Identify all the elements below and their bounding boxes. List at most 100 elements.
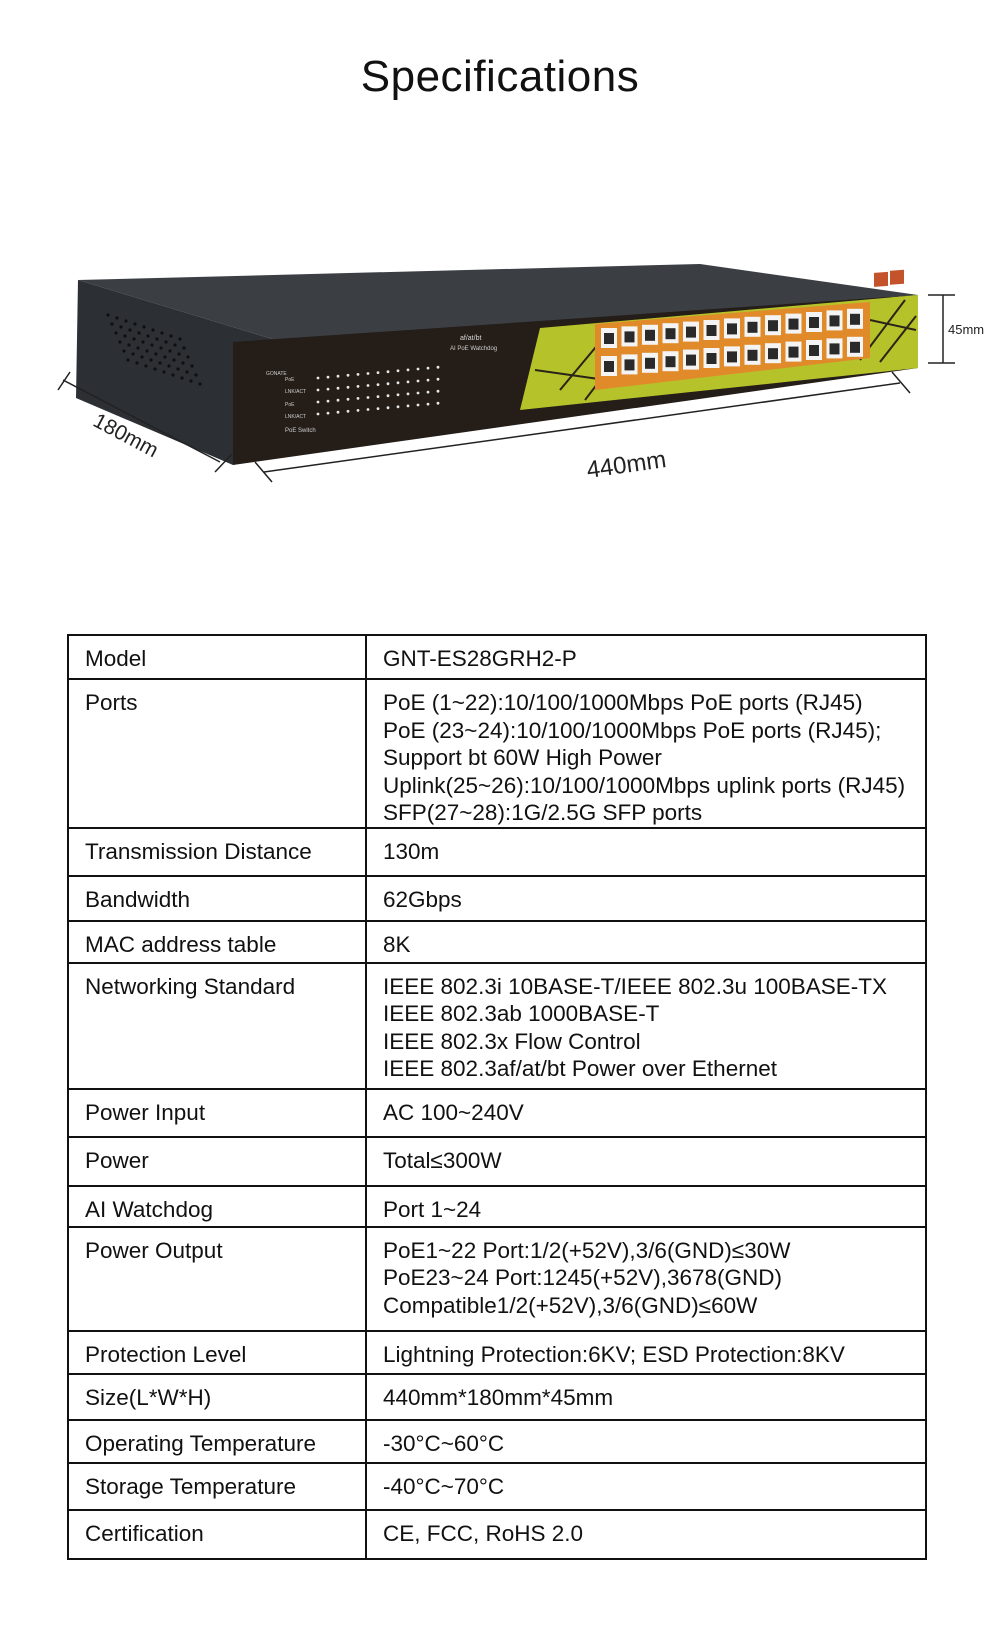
status-led [366,384,370,387]
vent-hole [168,349,172,353]
status-led [356,397,360,400]
status-led [366,396,370,399]
status-led [386,370,390,374]
device-name-label: PoE Switch [285,428,316,434]
vent-hole [106,313,110,317]
led-label-poe-2: PoE [285,402,295,408]
spec-value-line: -40°C~70°C [383,1473,505,1499]
vent-hole [178,337,182,341]
rj45-port-socket [829,315,840,327]
spec-value: -40°C~70°C [365,1461,927,1511]
vent-hole [160,331,164,335]
device-standard-label: af/at/bt [460,335,481,342]
vent-hole [136,346,140,350]
spec-value: Port 1~24 [365,1184,927,1228]
vent-hole [145,349,149,353]
rj45-port-group [601,308,863,376]
rj45-port-socket [809,317,819,328]
vent-hole [127,343,131,347]
status-led [316,388,320,392]
vent-hole [146,334,150,338]
spec-label: MAC address table [67,919,367,964]
spec-value-line: PoE1~22 Port:1/2(+52V),3/6(GND)≤30W [383,1237,791,1263]
spec-value-line: PoE23~24 Port:1245(+52V),3678(GND) [383,1265,782,1290]
rj45-port-socket [768,320,778,332]
status-led [406,368,410,372]
spec-value: 440mm*180mm*45mm [365,1372,927,1421]
spec-value-line: Total≤300W [383,1147,502,1173]
spec-row: Size(L*W*H)440mm*180mm*45mm [67,1372,927,1421]
rj45-port-socket [768,348,778,360]
spec-value-line: IEEE 802.3x Flow Control [383,1028,641,1054]
rj45-port-socket [645,329,655,341]
status-led [336,374,340,378]
vent-hole [135,361,139,365]
spec-label: Networking Standard [67,961,367,1090]
vent-hole [194,373,198,377]
spec-label: AI Watchdog [67,1184,367,1228]
status-led [376,371,380,374]
spec-value-line: PoE (1~22):10/100/1000Mbps PoE ports (RJ… [383,690,863,715]
status-led [406,380,410,384]
status-led [326,375,330,379]
status-led [416,367,420,371]
vent-hole [180,376,184,380]
spec-label: Transmission Distance [67,826,367,877]
vent-hole [153,367,157,371]
spec-value-line: 62Gbps [383,886,462,912]
vent-hole [132,337,136,341]
status-led [346,397,350,401]
status-led [376,383,380,386]
spec-label: Size(L*W*H) [67,1372,367,1421]
spec-value-line: Support bt 60W High Power [383,745,662,770]
status-led [316,400,320,404]
spec-value-line: Uplink(25~26):10/100/1000Mbps uplink por… [383,772,906,798]
status-led [396,405,400,409]
rj45-port-socket [747,349,758,361]
rj45-port-socket [686,354,696,366]
vent-hole [142,325,146,329]
vent-hole [150,343,154,347]
device-brand-label: GONATE [266,371,287,377]
status-led-panel [316,365,440,416]
vent-hole [154,352,158,356]
rj45-port-socket [727,323,737,335]
status-led [426,390,430,394]
rj45-port-socket [665,328,676,340]
vent-hole [122,349,126,353]
spec-value: -30°C~60°C [365,1418,927,1464]
status-led [346,385,350,389]
status-led [406,404,410,408]
status-led [376,407,380,410]
status-led [326,411,330,415]
vent-hole [164,340,168,344]
vent-hole [119,325,123,329]
spec-label: Bandwidth [67,874,367,922]
status-led [416,391,420,395]
dimension-lines [57,294,955,483]
vent-hole [149,358,153,362]
vent-hole [159,346,163,350]
spec-label: Model [67,634,367,680]
spec-row: Model GNT-ES28GRH2-P [67,634,927,680]
spec-value: IEEE 802.3i 10BASE-T/IEEE 802.3u 100BASE… [365,961,927,1090]
switch-product-image: af/at/bt AI PoE Watchdog GONATE PoE LNK/… [57,264,984,484]
spec-value: 62Gbps [365,874,927,922]
spec-value-line: GNT-ES28GRH2-P [383,646,577,671]
led-label-poe: PoE [285,377,295,383]
status-led [386,394,390,398]
status-led [386,406,390,410]
vent-hole [126,358,130,362]
spec-label: Power [67,1135,367,1187]
spec-row: Storage Temperature-40°C~70°C [67,1461,927,1511]
vent-hole [190,364,194,368]
spec-value-line: AC 100~240V [383,1099,524,1125]
status-led [416,379,420,383]
status-led [376,395,380,398]
status-led [396,381,400,385]
vent-hole [141,340,145,344]
